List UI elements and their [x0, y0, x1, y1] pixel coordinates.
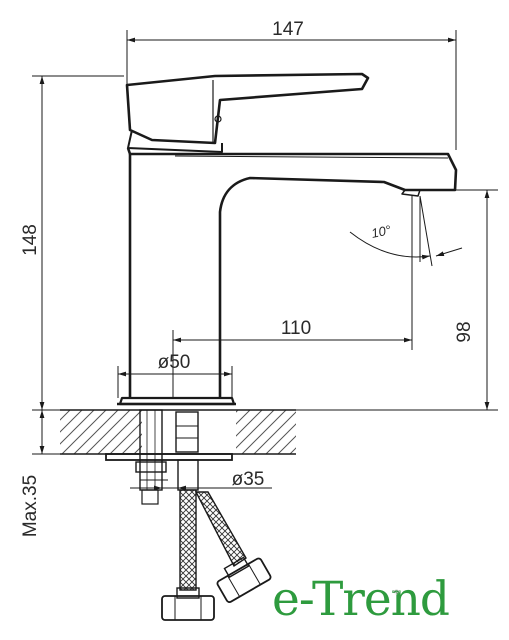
dim-spout-reach: 110	[281, 318, 311, 339]
dim-max-thickness: Max.35	[20, 475, 41, 537]
dim-base-diameter: ø50	[158, 352, 191, 373]
dim-total-height: 148	[20, 224, 41, 256]
wireless-icon	[392, 589, 401, 595]
dim-mount-diameter: ø35	[232, 469, 265, 490]
supply-hoses	[161, 489, 272, 621]
faucet-body	[117, 72, 458, 406]
dimension-lines	[32, 30, 498, 491]
countertop	[60, 409, 296, 455]
dim-aerator-angle: 10°	[370, 222, 392, 241]
dim-total-width: 147	[272, 19, 304, 40]
brand-logo: e-Trend	[272, 572, 450, 627]
dim-spout-height: 98	[454, 321, 475, 342]
